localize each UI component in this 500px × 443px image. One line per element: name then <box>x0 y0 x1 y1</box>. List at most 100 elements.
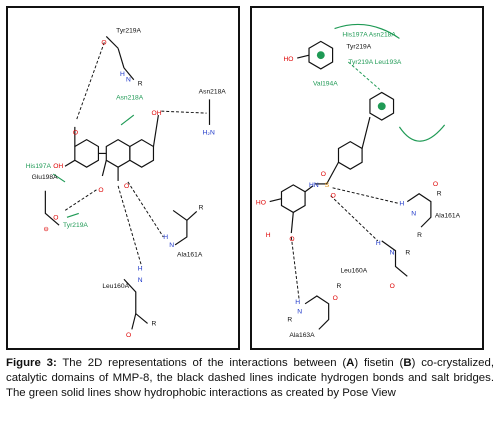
leu160-chain <box>381 240 408 277</box>
label-tyr219: Tyr219A <box>116 28 141 35</box>
biphenyl-bond <box>361 116 371 149</box>
hbond-asn218 <box>161 110 207 114</box>
atom-n-leu160: N <box>390 250 395 257</box>
glu-chain <box>44 190 60 226</box>
atom-h-oh: H <box>266 232 271 239</box>
hbond-ala161 <box>332 187 400 205</box>
ho-bond-2 <box>269 198 282 203</box>
hydrophobic-his-asn <box>334 23 400 39</box>
tyr-bond <box>105 36 119 49</box>
atom-oh-7: OH <box>152 110 162 117</box>
ring-mid <box>369 91 395 121</box>
panel-b-diagram: His197A Asn218A Tyr219A Tyr219A Leu193A … <box>256 23 461 339</box>
atom-r-ala163b: R <box>337 283 342 290</box>
hbond-ala161 <box>127 181 164 238</box>
atom-o-ala161: O <box>433 181 438 188</box>
ring-low <box>337 140 363 170</box>
atom-n-ala: N <box>169 242 174 249</box>
leu-chain <box>123 278 148 324</box>
nh-bond <box>304 185 314 193</box>
atom-r-ala: R <box>199 204 204 211</box>
label-tyr-leu: Tyr219A Leu193A <box>348 59 402 66</box>
ring-mid-centroid <box>377 102 386 111</box>
tyr-bond-3 <box>123 67 135 81</box>
fisetin-ring-a <box>129 138 155 168</box>
ring-top <box>308 40 334 70</box>
label-glu198: Glu198A <box>32 174 59 181</box>
panel-b-ligand: His197A Asn218A Tyr219A Tyr219A Leu193A … <box>250 6 484 350</box>
hbond-glu198 <box>64 189 97 211</box>
atom-ho-4: OH <box>53 163 63 170</box>
hbond-leu160 <box>117 185 143 267</box>
label-asn218: Asn218A <box>199 88 227 95</box>
atom-ho-top: HO <box>283 56 293 63</box>
label-ala161: Ala161A <box>177 252 203 259</box>
ring-phenol <box>280 184 306 214</box>
atom-o-leu: O <box>126 332 131 339</box>
oh7-bond <box>152 115 159 147</box>
atom-n-ala163: N <box>297 309 302 316</box>
panel-a-fisetin: Tyr219A Asn218A Asn218A His197A Glu198A … <box>6 6 240 350</box>
atom-n-leu: N <box>138 277 143 284</box>
atom-n-tyr: N <box>126 77 131 84</box>
caption-part2: ) fisetin ( <box>354 357 404 369</box>
tyr-bond-2 <box>117 48 125 69</box>
s-bond <box>326 161 340 185</box>
atom-h-ala163: H <box>295 299 300 306</box>
atom-s: S <box>325 182 330 189</box>
hydrophobic-arc-right <box>398 124 446 142</box>
caption-part1: The 2D representations of the interactio… <box>56 357 347 369</box>
atom-r-tyr: R <box>138 81 143 88</box>
atom-o-carbonyl: O <box>124 183 129 190</box>
label-asn218-green: Asn218A <box>116 94 144 101</box>
atom-h-tyr: H <box>120 71 125 78</box>
atom-nh2: H₂N <box>203 130 215 137</box>
label-his197: His197A <box>26 163 52 170</box>
label-ala161: Ala161A <box>435 212 461 219</box>
atom-o-ala163: O <box>333 295 338 302</box>
ala-co <box>186 210 198 221</box>
atom-o-top: O <box>101 39 106 46</box>
hbond-tyr219 <box>76 42 105 120</box>
hbond-leu160 <box>330 195 379 242</box>
leu-co <box>131 313 137 330</box>
atom-r-leu160: R <box>405 250 410 257</box>
ring-top-centroid <box>316 51 325 60</box>
fisetin-ring-c <box>105 138 131 168</box>
atom-o-5: O <box>98 187 103 194</box>
atom-h-leu160: H <box>376 240 381 247</box>
oh-bond-2 <box>290 212 294 234</box>
label-val194: Val194A <box>313 81 338 88</box>
oh4-bond <box>64 159 76 167</box>
atom-o-oh: O <box>289 236 294 243</box>
atom-h-ala: H <box>163 234 168 241</box>
atom-o-s1: O <box>321 171 326 178</box>
atom-o-glu: O <box>53 214 58 221</box>
label-leu160: Leu160A <box>340 267 367 274</box>
ala161-chain <box>406 193 432 228</box>
atom-h-leu: H <box>138 265 143 272</box>
hbond-ala163 <box>290 236 300 300</box>
label-tyr219b: Tyr219A <box>63 222 88 229</box>
atom-hn: HN <box>309 182 319 189</box>
atom-r-leu: R <box>152 320 157 327</box>
caption-part3: ) co-crystalized, catalytic domains of M… <box>6 357 494 400</box>
oh-bond <box>101 160 107 177</box>
ala163-chain <box>304 295 330 330</box>
atom-o-3: O <box>73 130 78 137</box>
atom-ho-2: HO <box>256 200 266 207</box>
atom-r-ala163: R <box>287 317 292 324</box>
ho-bond <box>297 54 310 59</box>
caption-b: B <box>403 357 412 369</box>
atom-o-minus: ⊖ <box>43 226 49 233</box>
atom-o-leu160: O <box>390 283 395 290</box>
label-tyr219: Tyr219A <box>346 43 371 50</box>
hydrophobic-his197 <box>52 173 66 183</box>
label-his-asn: His197A Asn218A <box>342 31 396 38</box>
figure-caption: Figure 3: The 2D representations of the … <box>6 356 494 402</box>
atom-r-ala161: R <box>437 191 442 198</box>
caption-a: A <box>346 357 355 369</box>
hydrophobic-asn218 <box>120 114 135 126</box>
atom-r-ala161b: R <box>417 232 422 239</box>
